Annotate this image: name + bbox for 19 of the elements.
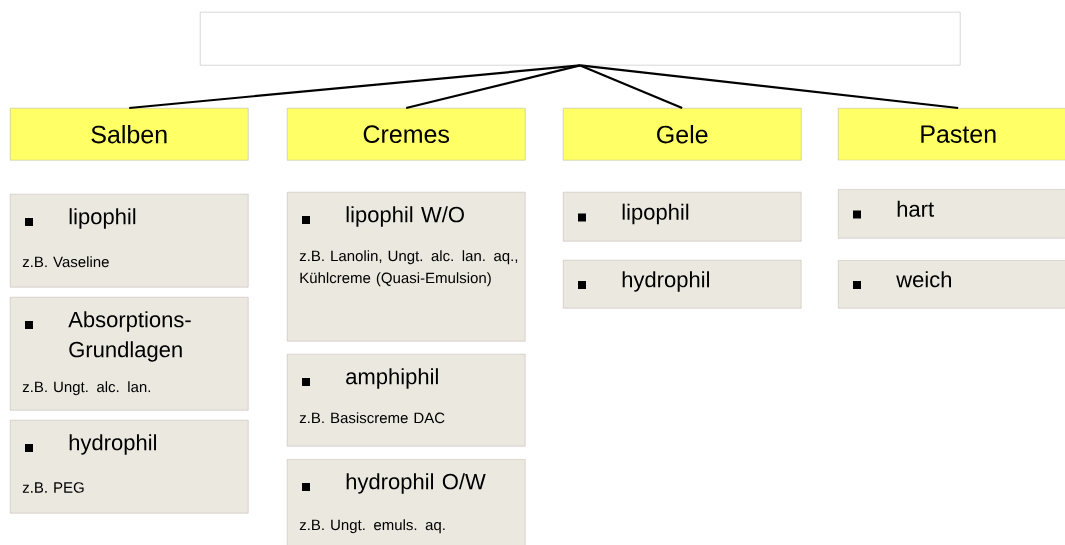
- item-box: amphiphil z.B. Basiscreme DAC: [287, 354, 526, 447]
- item-box: weich: [838, 260, 1065, 309]
- empty-box: [200, 12, 961, 66]
- connector-line: [405, 64, 581, 110]
- category-box: Salben: [10, 108, 249, 161]
- connector-line: [579, 64, 683, 109]
- connector-line: [129, 64, 581, 110]
- item-box: hydrophil z.B. PEG: [10, 420, 249, 514]
- item-box: Absorptions-Grundlagen z.B. Ungt. alc. lan.: [10, 297, 249, 411]
- category-box: Cremes: [287, 108, 526, 161]
- item-box: lipophil W/O z.B. Lanolin, Ungt. alc. lan. aq., Kühlcreme (Quasi-Emulsion): [287, 192, 526, 342]
- connector-line: [580, 64, 959, 110]
- item-box: lipophil: [563, 192, 802, 242]
- category-box: Pasten: [838, 108, 1065, 161]
- item-box: lipophil z.B. Vaseline: [10, 194, 249, 288]
- item-box: hydrophil: [563, 260, 802, 309]
- category-box: Gele: [563, 108, 802, 161]
- item-box: hydrophil O/W z.B. Ungt. emuls. aq.: [287, 459, 526, 545]
- item-box: hart: [838, 189, 1065, 239]
